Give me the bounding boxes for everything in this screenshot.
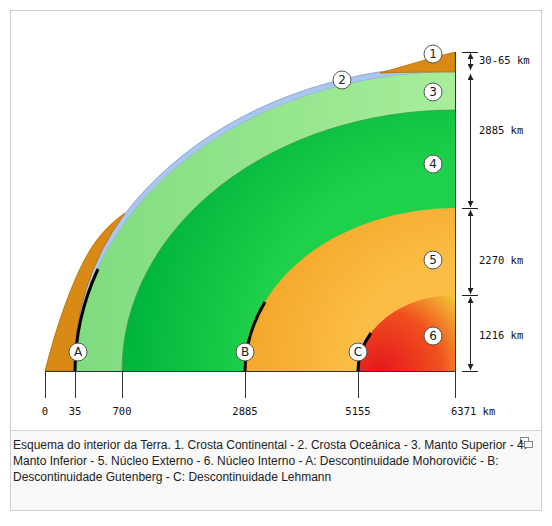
- continental-crust: [380, 52, 455, 73]
- depth-tick-label: 6371 km: [451, 405, 495, 417]
- thickness-label: 2270 km: [479, 254, 523, 266]
- dimension-arrows: [462, 53, 478, 372]
- callout-number: A: [74, 345, 82, 359]
- callout-circle: 5: [423, 250, 443, 270]
- figure-frame: [11, 11, 542, 431]
- callout-circle: 1: [423, 44, 443, 64]
- callout-number: 2: [338, 73, 346, 87]
- callout-number: 1: [429, 47, 437, 61]
- callout-circle: C: [348, 342, 368, 362]
- lower-mantle: [122, 110, 455, 371]
- caption-panel: [11, 431, 542, 511]
- callout-number: C: [354, 345, 362, 359]
- callout-circle: A: [68, 342, 88, 362]
- callout-number: 5: [429, 253, 437, 267]
- callout-number: 6: [429, 329, 437, 343]
- callout-number: B: [241, 345, 249, 359]
- callout-number: 3: [429, 85, 437, 99]
- callout-circle: 2: [332, 70, 352, 90]
- continental-crust: [45, 213, 125, 371]
- oceanic-crust: [70, 66, 455, 371]
- upper-mantle: [75, 72, 455, 371]
- depth-axis: [45, 52, 456, 398]
- depth-tick-label: 2885: [232, 405, 257, 417]
- depth-tick-label: 0: [42, 405, 48, 417]
- callout-circle: 3: [423, 82, 443, 102]
- mantle-boundary: [122, 110, 455, 371]
- thickness-label: 1216 km: [479, 329, 523, 341]
- thickness-label: 30-65 km: [479, 54, 530, 66]
- figure-caption: Esquema do interior da Terra. 1. Crosta …: [13, 437, 528, 485]
- thickness-label: 2885 km: [479, 124, 523, 136]
- depth-tick-label: 35: [69, 405, 82, 417]
- callout-circle: B: [235, 342, 255, 362]
- outer-core: [245, 208, 455, 371]
- callout-number: 4: [429, 157, 437, 171]
- inner-core: [358, 295, 455, 371]
- depth-tick-label: 700: [113, 405, 132, 417]
- callout-circle: 4: [423, 154, 443, 174]
- depth-tick-label: 5155: [345, 405, 370, 417]
- callout-circle: 6: [423, 326, 443, 346]
